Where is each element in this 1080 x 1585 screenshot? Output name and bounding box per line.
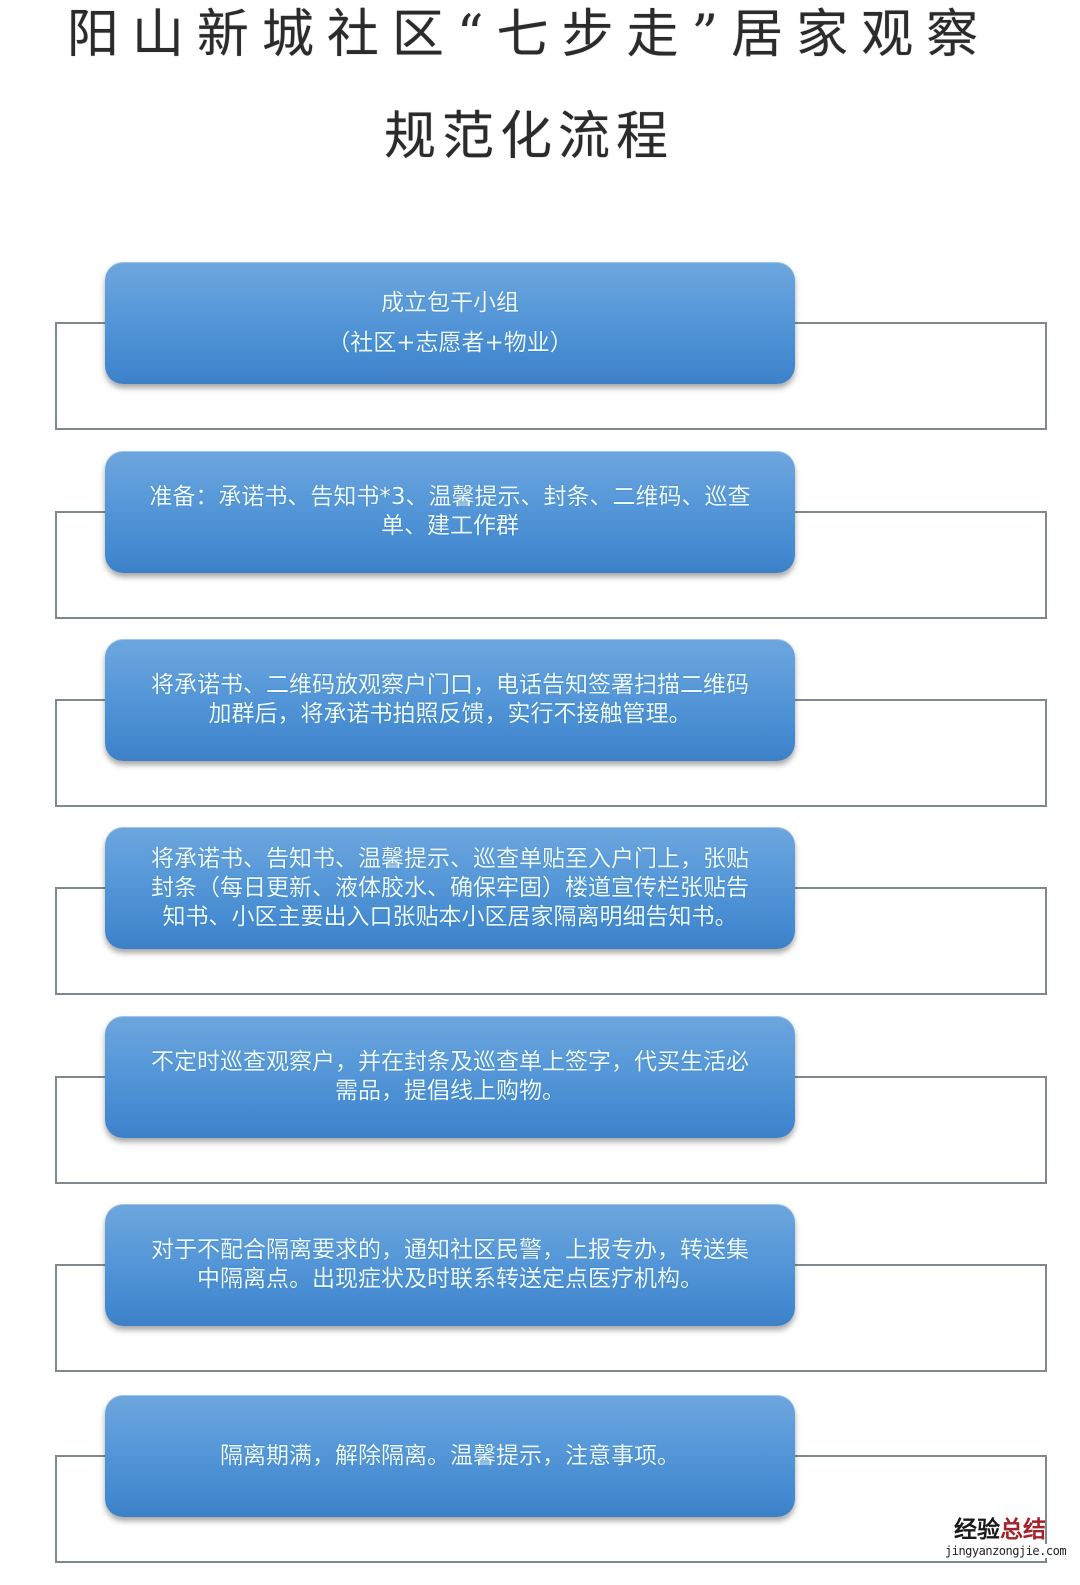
watermark-text-black: 经验: [954, 1517, 1000, 1543]
step-text-line: 封条（每日更新、液体胶水、确保牢固）楼道宣传栏张贴告: [151, 874, 749, 901]
watermark-logo-text: 经验总结: [945, 1516, 1055, 1544]
step-text-line: 将承诺书、告知书、温馨提示、巡查单贴至入户门上，张贴: [151, 845, 749, 872]
step-box: 将承诺书、告知书、温馨提示、巡查单贴至入户门上，张贴 封条（每日更新、液体胶水、…: [105, 827, 795, 949]
flow-step-5: 不定时巡查观察户，并在封条及巡查单上签字，代买生活必 需品，提倡线上购物。: [0, 1016, 1080, 1206]
site-watermark: 经验总结 jingyanzongjie.com: [945, 1516, 1067, 1558]
flow-step-2: 准备：承诺书、告知书*3、温馨提示、封条、二维码、巡查 单、建工作群: [0, 451, 1080, 641]
step-text-line: （社区+志愿者+物业）: [327, 330, 573, 356]
step-text-line: 不定时巡查观察户，并在封条及巡查单上签字，代买生活必: [151, 1049, 749, 1075]
step-text-line: 加群后，将承诺书拍照反馈，实行不接触管理。: [208, 701, 692, 727]
step-text-line: 知书、小区主要出入口张贴本小区居家隔离明细告知书。: [162, 903, 738, 930]
step-text-line: 隔离期满，解除隔离。温馨提示，注意事项。: [220, 1442, 680, 1469]
step-text-line: 中隔离点。出现症状及时联系转送定点医疗机构。: [197, 1266, 703, 1292]
step-box: 对于不配合隔离要求的，通知社区民警，上报专办，转送集 中隔离点。出现症状及时联系…: [105, 1204, 795, 1326]
step-box: 成立包干小组 （社区+志愿者+物业）: [105, 262, 795, 384]
step-text-line: 单、建工作群: [381, 513, 519, 539]
step-box: 将承诺书、二维码放观察户门口，电话告知签署扫描二维码 加群后，将承诺书拍照反馈，…: [105, 639, 795, 761]
watermark-text-red: 总结: [1000, 1517, 1046, 1543]
flow-step-7: 隔离期满，解除隔离。温馨提示，注意事项。: [0, 1395, 1080, 1585]
step-text-line: 需品，提倡线上购物。: [335, 1078, 565, 1104]
step-text-line: 将承诺书、二维码放观察户门口，电话告知签署扫描二维码: [151, 672, 749, 698]
step-box: 不定时巡查观察户，并在封条及巡查单上签字，代买生活必 需品，提倡线上购物。: [105, 1016, 795, 1138]
step-text-line: 准备：承诺书、告知书*3、温馨提示、封条、二维码、巡查: [149, 484, 751, 510]
flow-step-6: 对于不配合隔离要求的，通知社区民警，上报专办，转送集 中隔离点。出现症状及时联系…: [0, 1204, 1080, 1394]
step-text-line: 成立包干小组: [381, 290, 519, 316]
step-text-line: 对于不配合隔离要求的，通知社区民警，上报专办，转送集: [151, 1237, 749, 1263]
page-title-line-1: 阳山新城社区“七步走”居家观察: [66, 5, 992, 65]
step-box: 准备：承诺书、告知书*3、温馨提示、封条、二维码、巡查 单、建工作群: [105, 451, 795, 573]
flow-step-4: 将承诺书、告知书、温馨提示、巡查单贴至入户门上，张贴 封条（每日更新、液体胶水、…: [0, 827, 1080, 1017]
page-title-line-2: 规范化流程: [383, 107, 674, 167]
flow-step-1: 成立包干小组 （社区+志愿者+物业）: [0, 262, 1080, 452]
flow-step-3: 将承诺书、二维码放观察户门口，电话告知签署扫描二维码 加群后，将承诺书拍照反馈，…: [0, 639, 1080, 829]
step-box: 隔离期满，解除隔离。温馨提示，注意事项。: [105, 1395, 795, 1517]
watermark-url: jingyanzongjie.com: [945, 1544, 1067, 1558]
